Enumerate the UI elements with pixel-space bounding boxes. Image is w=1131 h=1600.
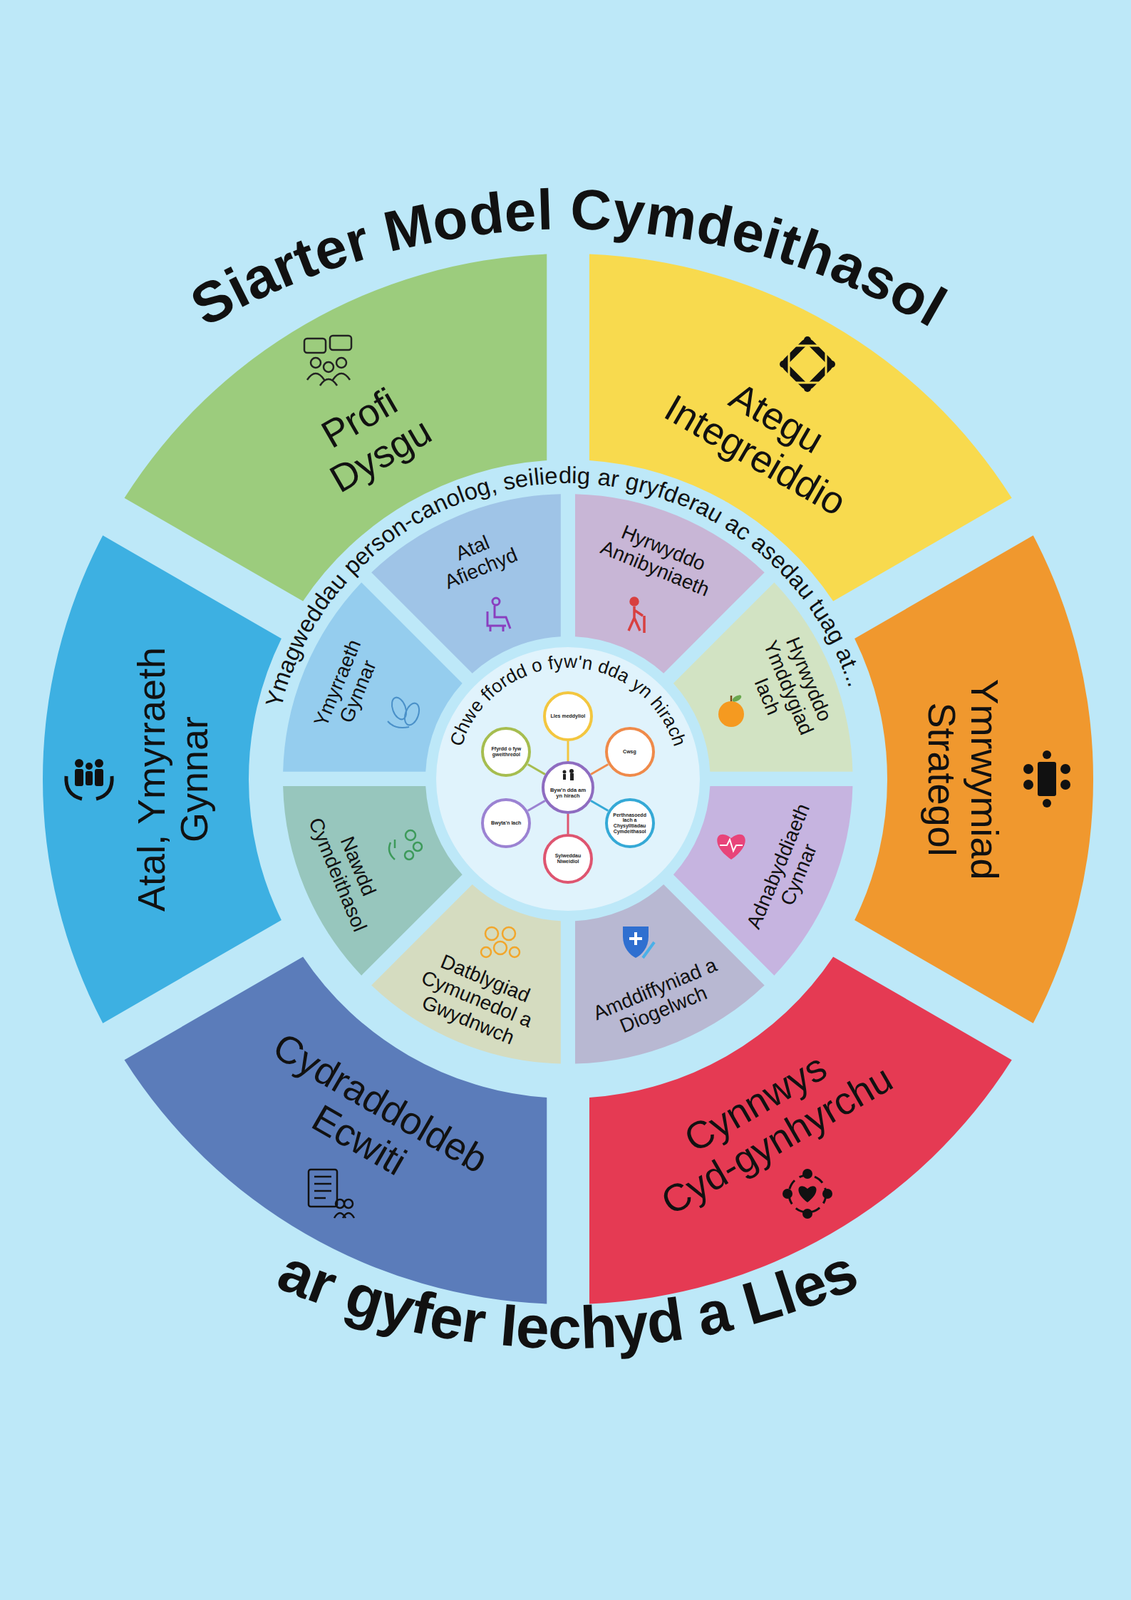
arc-letter: l <box>535 181 554 240</box>
ring-circle <box>544 692 592 740</box>
arc-letter: m <box>642 186 701 250</box>
circle-label: Byw'n dda am yn hirach <box>549 787 587 800</box>
arc-letter: e <box>543 463 559 488</box>
arc-letter <box>553 181 570 239</box>
spoke-connector <box>567 741 570 762</box>
segment-shape <box>673 582 854 772</box>
circle-label: Ffyrdd o fyw gweithredol <box>485 746 527 758</box>
satellite-circle: Ffyrdd o fyw gweithredol <box>480 726 532 778</box>
segment-shape <box>124 254 547 602</box>
node-shape <box>604 797 656 849</box>
segment-label: Adnabyddiaeth Cynnar <box>739 793 837 946</box>
segment-label: Atal Afiechyd <box>425 520 529 598</box>
arc-letter: d <box>558 463 572 487</box>
segment-shape <box>282 582 463 772</box>
segment-shape <box>42 535 282 1023</box>
circle-label: Cwsg <box>622 749 637 755</box>
segment-label: Ymyrraeth Gynnar <box>302 620 393 756</box>
ring-circle <box>482 799 530 847</box>
arc-letter: o <box>529 654 545 676</box>
arc-letter: M <box>378 194 437 261</box>
segment-label: Ymrwymiad Strategol <box>920 664 1007 893</box>
ring-circle <box>544 835 592 883</box>
ring-circle <box>606 728 654 776</box>
ring-circle <box>482 728 530 776</box>
arc-letter: a <box>691 1279 737 1346</box>
segment-label: Amddiffyniad a Diogelwch <box>587 952 731 1047</box>
segment-label: Hyrwyddo Ymddygiad Iach <box>736 625 840 751</box>
satellite-circle: Lles meddyliol <box>542 690 594 742</box>
segment-label: Hyrwyddo Annibyniaeth <box>591 513 727 604</box>
family-icon <box>563 768 575 781</box>
arc-letter: w <box>563 652 578 671</box>
arc-letter: y <box>553 652 564 672</box>
outer-segment: Ymrwymiad Strategol <box>844 516 1094 1042</box>
segment-label: Nawdd Cymdeithasol <box>302 802 393 938</box>
arc-letter: C <box>569 181 613 241</box>
arc-letter: c <box>548 1297 582 1358</box>
arc-letter: e <box>514 1296 551 1358</box>
circle-label: Perthnasoedd Iach a Chysylltiadau Cymdei… <box>609 812 651 835</box>
circle-label: Sylweddau Niweidiol <box>547 853 589 865</box>
inner-segment: Amddiffyniad a Diogelwch <box>567 879 770 1065</box>
outer-segment: Atal, Ymyrraeth Gynnar <box>42 516 292 1042</box>
ring-circle <box>606 799 654 847</box>
segment-label: Profi Dysgu <box>280 359 460 514</box>
circle-label: Lles meddyliol <box>550 713 586 720</box>
center-circle: Chwe ffordd o fyw'n dda yn hirachByw'n d… <box>436 647 700 911</box>
inner-segment: Datblygiad Cymunedol a Gwydnwch <box>366 879 568 1065</box>
arc-letter: n <box>580 652 594 673</box>
segment-label: Cynnwys Cyd-gynhyrchu <box>629 1017 903 1226</box>
satellite-circle: Cwsg <box>604 726 656 778</box>
spoke-connector <box>567 813 570 834</box>
circle-label: Bwyta'n Iach <box>491 820 522 826</box>
satellite-circle: Perthnasoedd Iach a Chysylltiadau Cymdei… <box>604 797 656 849</box>
arc-letter: h <box>578 1296 618 1358</box>
segment-shape <box>854 535 1094 1023</box>
arc-letter: i <box>571 463 578 487</box>
hub-circle: Byw'n dda am yn hirach <box>540 760 596 815</box>
arc-letter: e <box>502 182 539 242</box>
inner-segment: Nawdd Cymdeithasol <box>282 778 468 981</box>
ring-circle <box>543 762 593 813</box>
segment-shape <box>575 884 765 1065</box>
satellite-circle: Bwyta'n Iach <box>480 797 532 849</box>
arc-letter: d <box>465 184 506 246</box>
segment-shape <box>282 786 463 976</box>
segment-label: Cydraddoldeb Ecwiti <box>231 1016 510 1227</box>
center-disc <box>436 647 700 911</box>
inner-segment: Adnabyddiaeth Cynnar <box>668 778 854 981</box>
segment-label: Datblygiad Cymunedol a Gwydnwch <box>407 945 546 1055</box>
satellite-circle: Sylweddau Niweidiol <box>542 833 594 885</box>
arc-letter: y <box>610 183 648 243</box>
node-shape <box>436 647 700 911</box>
arc-letter: d <box>642 1288 688 1353</box>
segment-label: Atal, Ymyrraeth Gynnar <box>129 622 216 936</box>
arc-letter: g <box>576 463 591 488</box>
